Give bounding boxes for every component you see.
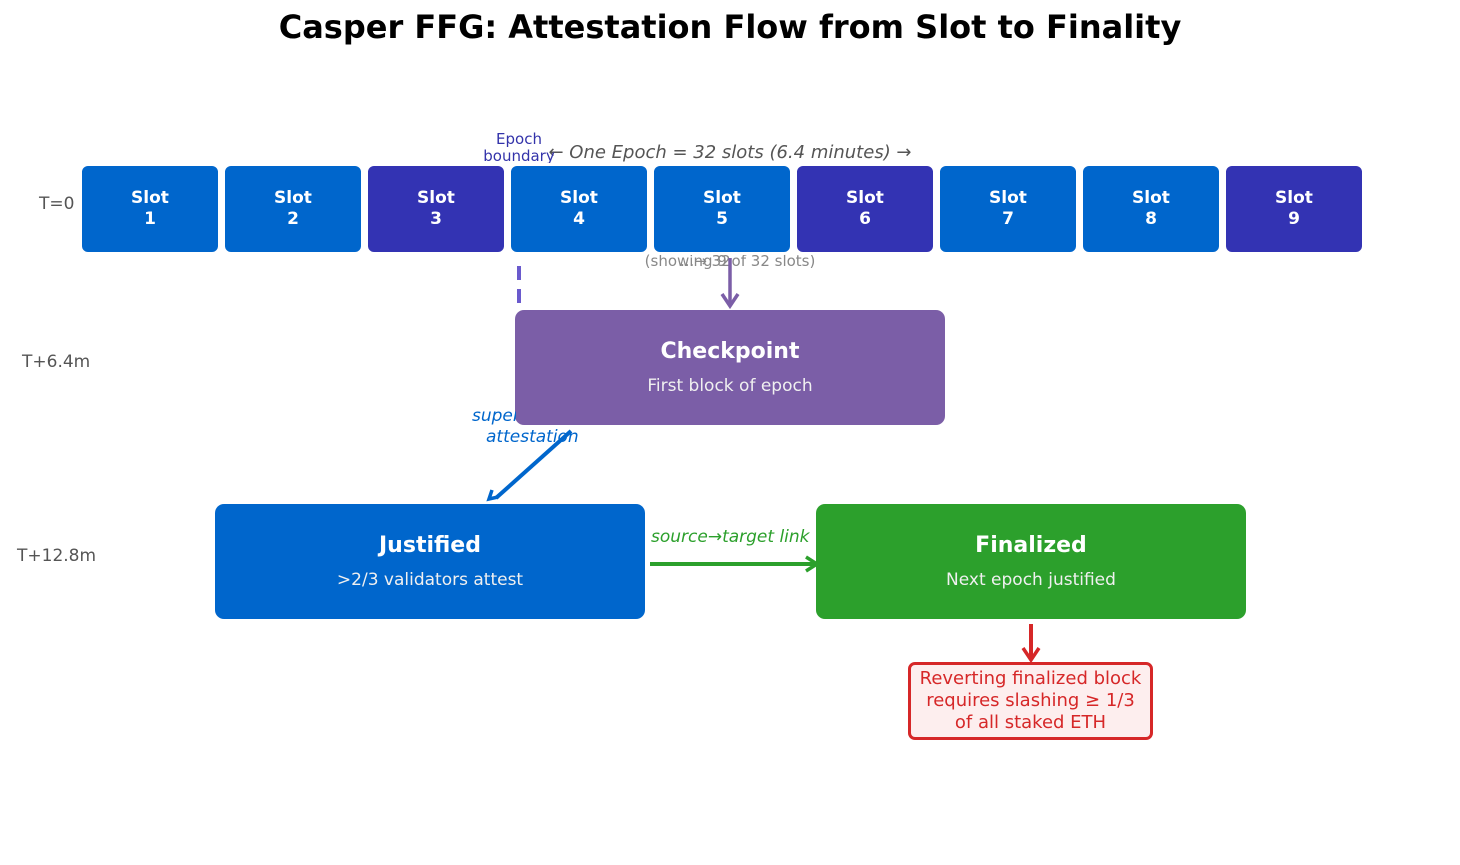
epoch-caption: ← One Epoch = 32 slots (6.4 minutes) → [548, 142, 912, 163]
epoch-boundary-label: Epoch boundary [483, 130, 555, 165]
diagram-title: Casper FFG: Attestation Flow from Slot t… [278, 8, 1182, 46]
slashing-warning-box: Reverting finalized block requires slash… [908, 662, 1153, 740]
supermajority-label: supermajority attestation [472, 406, 579, 448]
time-label-t128: T+12.8m [17, 546, 97, 566]
time-label-t64: T+6.4m [22, 352, 91, 372]
checkpoint-title: Checkpoint [660, 339, 800, 364]
slot-word: Slot [846, 188, 884, 208]
finalized-subtitle: Next epoch justified [946, 570, 1116, 590]
slot-word: Slot [274, 188, 312, 208]
slot-word: Slot [1132, 188, 1170, 208]
checkpoint-subtitle: First block of epoch [647, 376, 813, 396]
justified-title: Justified [379, 533, 481, 558]
supermajority-label-line2: attestation [486, 427, 579, 447]
slot-number: 8 [1145, 209, 1157, 229]
justified-subtitle: >2/3 validators attest [336, 570, 524, 590]
slot-word: Slot [989, 188, 1027, 208]
slots-note-front: ...→ 32 [680, 252, 731, 270]
source-target-link-label: source→target link [651, 527, 810, 547]
supermajority-label-line1: supermajority [472, 406, 516, 426]
slot-word: Slot [703, 188, 741, 208]
justified-to-finalized-arrow [650, 555, 821, 573]
finalized-to-warning-arrow [1021, 624, 1041, 664]
checkpoint-box: Checkpoint First block of epoch [515, 310, 945, 425]
slot-number: 3 [430, 209, 442, 229]
justified-box: Justified >2/3 validators attest [215, 504, 645, 619]
slot-word: Slot [131, 188, 169, 208]
time-label-t0: T=0 [39, 194, 75, 214]
slot-word: Slot [560, 188, 598, 208]
slot-number: 4 [573, 209, 585, 229]
slot-number: 5 [716, 209, 728, 229]
slot-number: 7 [1002, 209, 1014, 229]
slot-word: Slot [1275, 188, 1313, 208]
finalized-box: Finalized Next epoch justified [816, 504, 1246, 619]
slot-number: 1 [144, 209, 156, 229]
slot-word: Slot [417, 188, 455, 208]
slot-number: 9 [1288, 209, 1300, 229]
slot-number: 2 [287, 209, 299, 229]
finalized-title: Finalized [975, 533, 1087, 558]
slot-number: 6 [859, 209, 871, 229]
